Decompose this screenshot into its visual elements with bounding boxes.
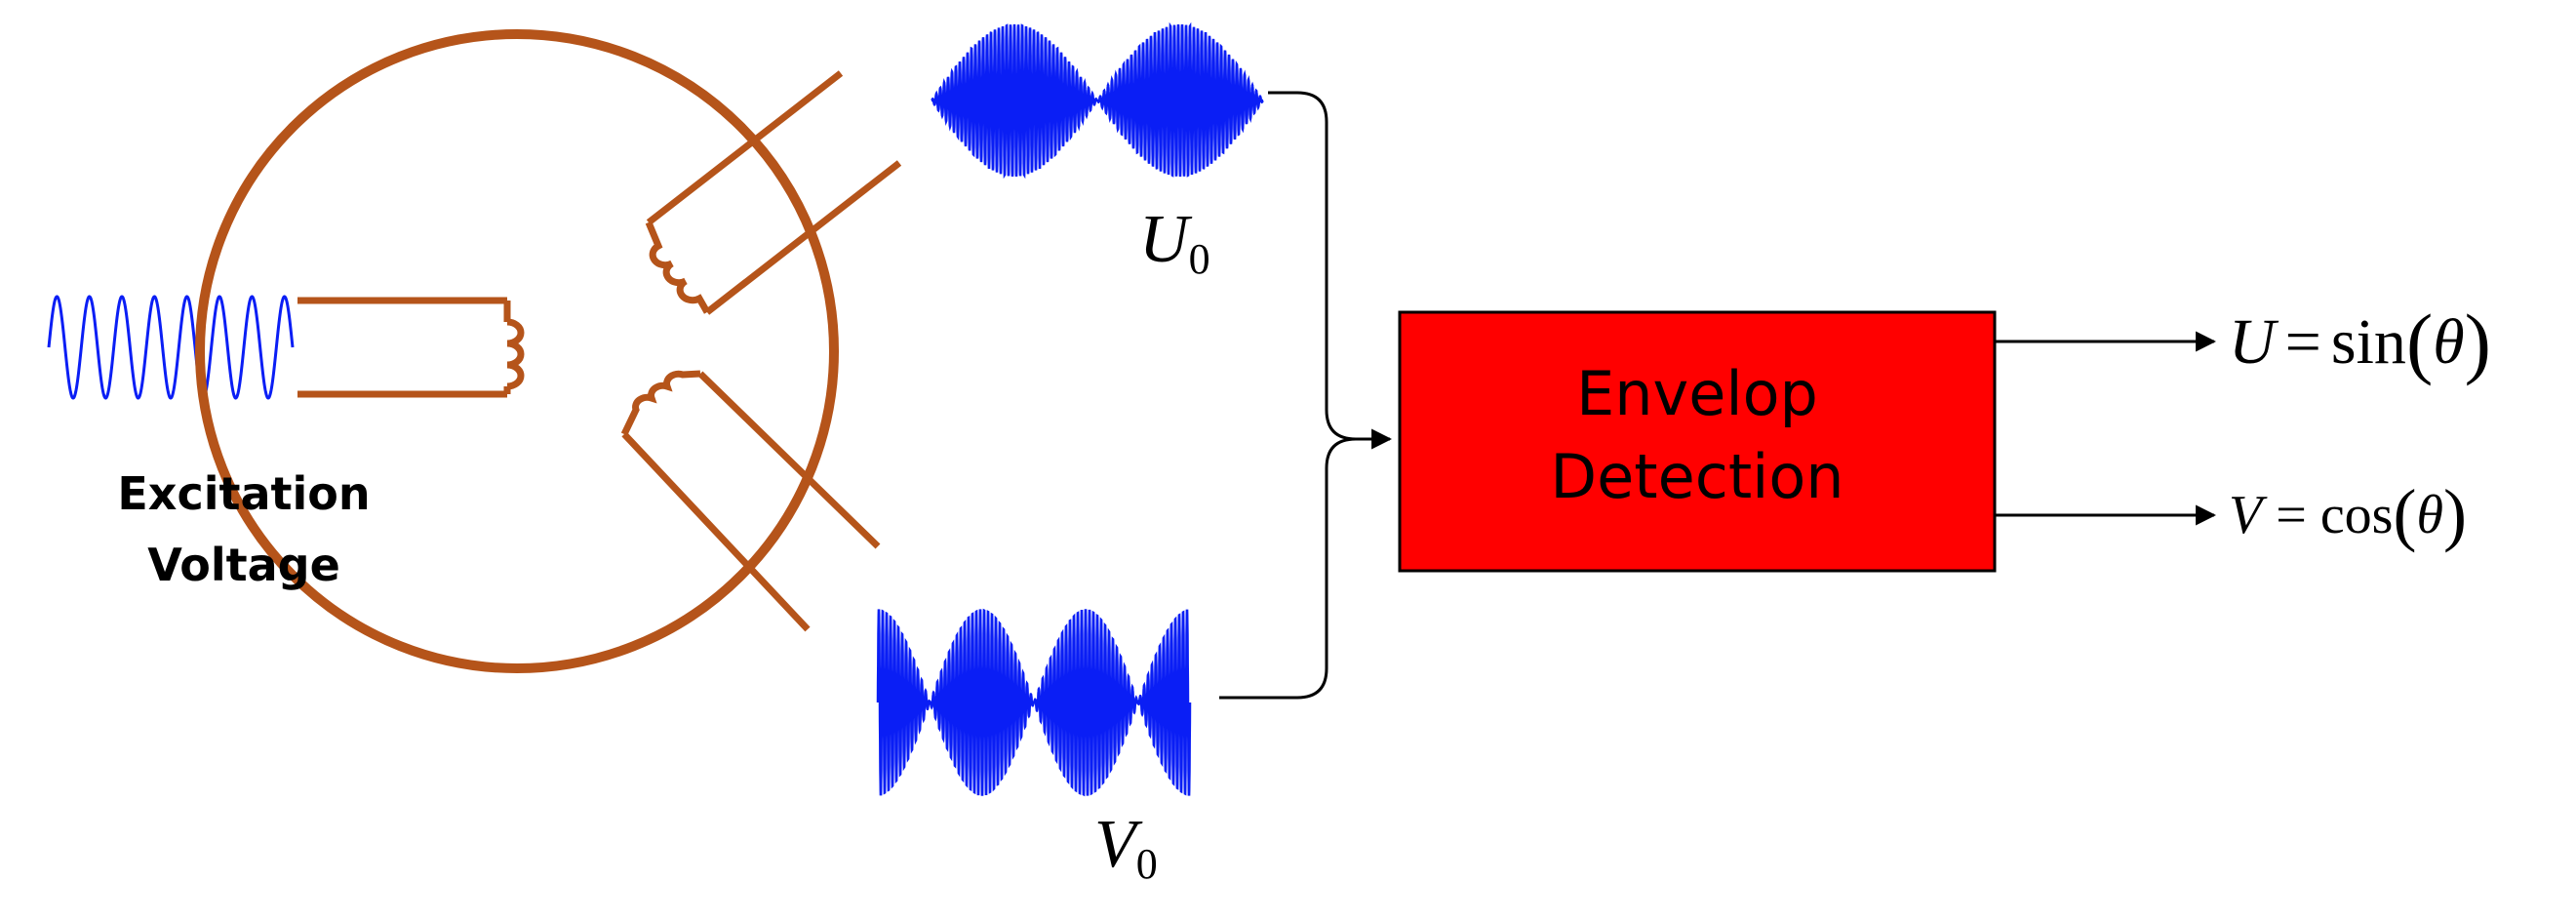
signal-connector — [1219, 91, 1393, 700]
cosine-winding — [620, 370, 881, 632]
envelope-detection-box — [1398, 310, 1997, 573]
u0-label: U0 — [1139, 202, 1210, 283]
excitation-sine-wave — [47, 295, 295, 400]
excitation-label-line2: Voltage — [147, 539, 340, 591]
box-label-line2: Detection — [1550, 441, 1843, 512]
output-equation-u: U=sin(θ) — [2229, 298, 2491, 386]
v0-label: V0 — [1094, 807, 1158, 888]
u0-modulated-signal — [931, 21, 1264, 180]
excitation-label-line1: Excitation — [117, 467, 370, 520]
output-equation-v: V=cos(θ) — [2229, 475, 2467, 553]
v0-modulated-signal — [876, 608, 1192, 797]
box-label-line1: Envelop — [1576, 358, 1818, 429]
primary-winding — [297, 297, 525, 398]
sine-winding — [645, 70, 902, 315]
resolver-stator-circle — [195, 29, 839, 673]
